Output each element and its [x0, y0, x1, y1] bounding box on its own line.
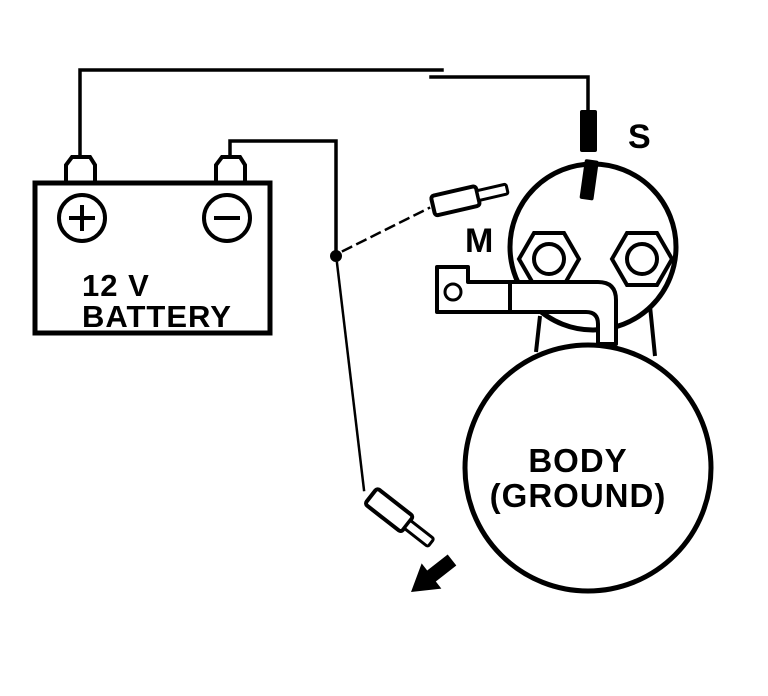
m-terminal-label: M	[465, 222, 493, 260]
s-terminal-connector	[580, 110, 597, 152]
arrow-down-left-icon	[411, 554, 457, 593]
battery-box	[32, 180, 273, 336]
battery-label-line1: 12 V	[82, 268, 150, 303]
junction-to-probe-wire	[335, 261, 366, 492]
positive-wire	[78, 68, 444, 160]
hex-nut-right-icon	[609, 231, 675, 287]
solenoid: S M	[465, 110, 679, 357]
motor-body-circle	[462, 342, 714, 594]
starter-motor: BODY (GROUND)	[462, 342, 714, 594]
minus-circle-icon	[202, 193, 252, 243]
positive-wire-splice-segment	[429, 75, 590, 114]
junction-dot-icon	[330, 250, 342, 262]
lower-test-connector-icon	[364, 487, 435, 548]
body-ground-label-line1: BODY	[528, 442, 627, 479]
battery-label-line2: BATTERY	[82, 299, 232, 334]
wiring	[78, 68, 590, 492]
battery-positive-post	[64, 155, 97, 186]
negative-wire	[228, 139, 338, 251]
ground-strap	[506, 280, 618, 346]
s-terminal-label: S	[628, 118, 651, 156]
ground-strap-assembly	[435, 265, 618, 346]
s-terminal-stud	[579, 159, 599, 201]
bracket-hole-icon	[443, 282, 463, 302]
upper-test-connector-icon	[429, 182, 510, 218]
dashed-probe-lead	[341, 206, 431, 253]
solenoid-motor-tab-right	[648, 305, 657, 357]
body-ground-label-line2: (GROUND)	[490, 477, 667, 514]
battery-negative-post	[214, 155, 247, 186]
plus-circle-icon	[57, 193, 107, 243]
battery: 12 V BATTERY	[32, 155, 273, 336]
solenoid-motor-tab-left	[534, 315, 542, 353]
hex-nut-left-icon	[516, 231, 582, 287]
